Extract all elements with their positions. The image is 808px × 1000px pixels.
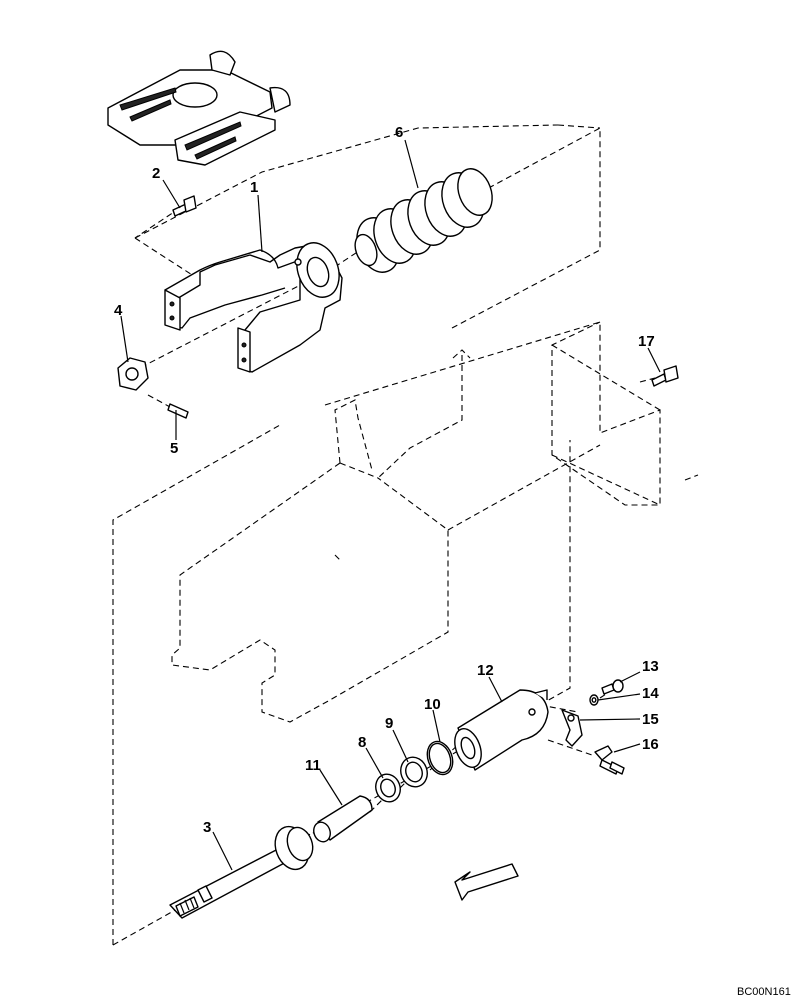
part-1-yoke [164, 242, 343, 373]
track-link-assembly [107, 50, 291, 166]
callout-8: 8 [358, 734, 366, 751]
callout-17: 17 [638, 333, 655, 350]
callout-labels: 1 2 3 4 5 6 8 9 10 11 12 13 14 15 16 17 [114, 124, 659, 836]
callout-leaders [120, 139, 661, 871]
part-2-bolt [172, 195, 197, 217]
part-4-nut [117, 357, 149, 391]
part-11-sleeve [313, 795, 373, 843]
drawing-code: BC00N161 [737, 986, 791, 998]
callout-6: 6 [395, 124, 403, 141]
part-12-cylinder [454, 689, 549, 771]
part-10-o-ring [426, 740, 454, 776]
direction-arrow-icon [454, 863, 519, 901]
part-14-washer [589, 694, 599, 706]
callout-13: 13 [642, 658, 659, 675]
part-15-bracket [561, 709, 583, 747]
part-6-spring [354, 168, 493, 273]
part-8-seal [375, 773, 401, 803]
callout-11: 11 [305, 757, 321, 774]
callout-2: 2 [152, 165, 160, 182]
part-16-fitting [594, 745, 625, 775]
callout-4: 4 [114, 302, 123, 319]
callout-16: 16 [642, 736, 659, 753]
callout-1: 1 [250, 179, 258, 196]
callout-9: 9 [385, 715, 393, 732]
part-5-pin [167, 403, 189, 419]
callout-14: 14 [642, 685, 659, 702]
callout-15: 15 [642, 711, 659, 728]
part-3-rod [169, 825, 314, 919]
callout-12: 12 [477, 662, 494, 679]
part-17-bolt [651, 365, 679, 387]
part-9-washer [400, 756, 428, 788]
callout-5: 5 [170, 440, 178, 457]
part-13-bolt [601, 679, 624, 695]
callout-3: 3 [203, 819, 211, 836]
callout-10: 10 [424, 696, 441, 713]
